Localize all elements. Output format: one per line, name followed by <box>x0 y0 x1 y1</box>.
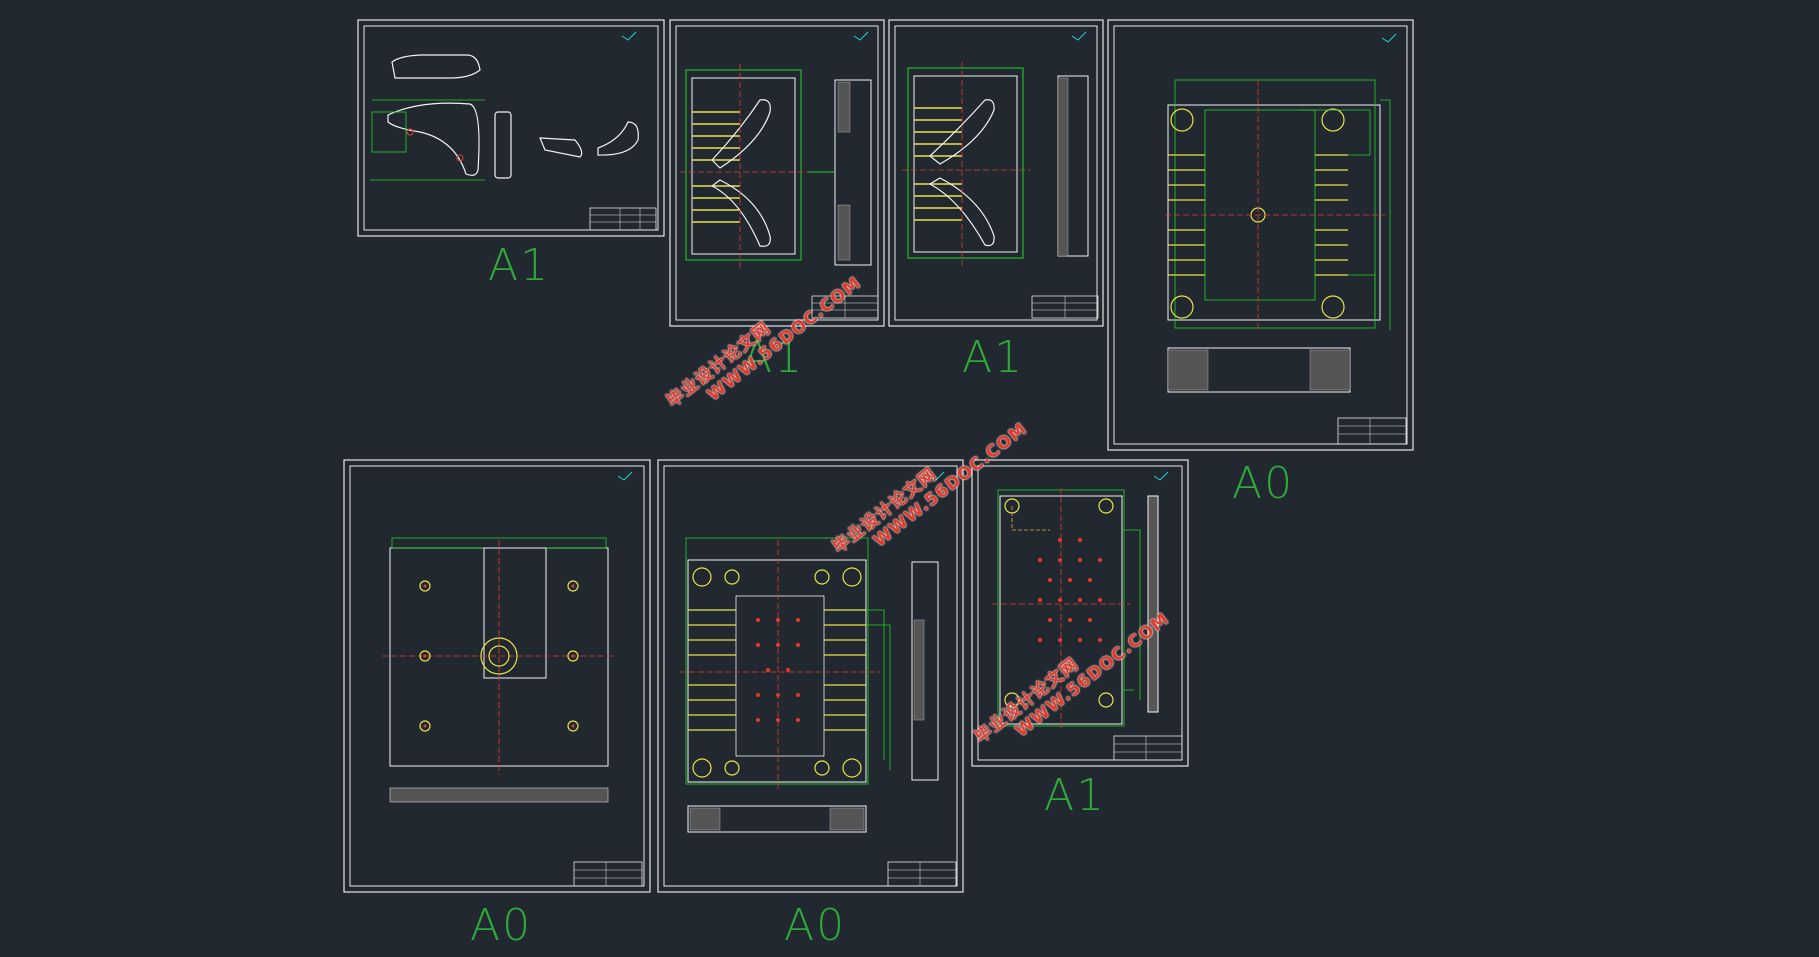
sheet-size-label: A1 <box>488 240 551 291</box>
sheet-6[interactable] <box>657 459 964 893</box>
sheet-size-label: A1 <box>742 332 805 383</box>
sheet-4[interactable] <box>1107 19 1414 451</box>
sheet-5[interactable] <box>343 459 651 893</box>
sheet-size-label: A0 <box>470 900 533 951</box>
sheet-2[interactable] <box>669 19 885 327</box>
sheet-1[interactable] <box>357 19 665 237</box>
sheet-3[interactable] <box>888 19 1104 327</box>
sheet-size-label: A0 <box>1232 458 1295 509</box>
sheet-size-label: A0 <box>784 900 847 951</box>
sheet-size-label: A1 <box>1044 770 1107 821</box>
sheet-size-label: A1 <box>962 332 1025 383</box>
sheet-7[interactable] <box>971 459 1189 767</box>
